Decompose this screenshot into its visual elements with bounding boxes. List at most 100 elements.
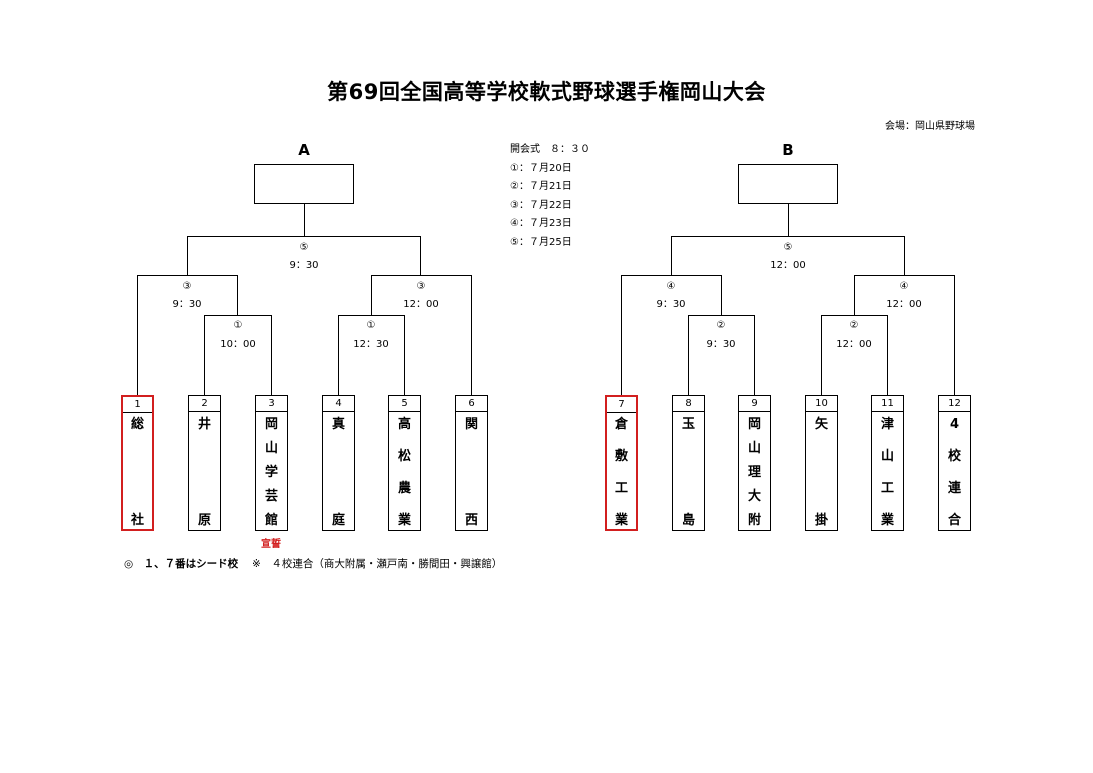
- bracket-line: [338, 315, 405, 316]
- schedule-round-3: ③：７月22日: [510, 199, 572, 211]
- b-right-first-round: ②: [849, 320, 859, 331]
- team-name-char: 4: [949, 417, 960, 432]
- schedule-round-4: ④：７月23日: [510, 218, 572, 229]
- bracket-line: [887, 315, 888, 395]
- team-number: 4: [323, 396, 354, 412]
- b-left-semi-time: 9：30: [656, 299, 686, 310]
- bracket-line: [854, 275, 855, 315]
- team-name-char: 矢: [814, 417, 828, 432]
- team-number: 1: [123, 397, 152, 413]
- b-right-first-time: 12：00: [836, 339, 872, 350]
- footnote: ◎ １、７番はシード校 ※ ４校連合（商大附属・瀬戸南・勝間田・興譲館）: [124, 556, 502, 571]
- team-name-char: 真: [331, 417, 345, 432]
- bracket-line: [137, 275, 138, 395]
- bracket-line: [754, 315, 755, 395]
- team-number: 11: [872, 396, 903, 412]
- oath-label: 宣誓: [261, 539, 281, 550]
- team-name-char: 岡: [747, 417, 761, 432]
- b-left-semi-round: ④: [666, 281, 676, 292]
- team-number: 6: [456, 396, 487, 412]
- team-name-char: 芸: [264, 489, 278, 504]
- bracket-line: [187, 236, 421, 237]
- bracket-line: [371, 275, 472, 276]
- b-left-first-time: 9：30: [706, 339, 736, 350]
- a-right-first-time: 12：30: [353, 339, 389, 350]
- bracket-line: [404, 315, 405, 395]
- bracket-line: [237, 275, 238, 315]
- schedule-round-2: ②：７月21日: [510, 181, 572, 192]
- team-name-char: 山: [264, 441, 278, 456]
- team-name-char: 総: [130, 417, 144, 432]
- a-left-semi-round: ③: [182, 281, 192, 292]
- bracket-line: [621, 275, 722, 276]
- bracket-line: [420, 236, 421, 275]
- team-name-char: 業: [614, 513, 628, 528]
- page-title: 第69回全国高等学校軟式野球選手権岡山大会: [327, 80, 766, 104]
- bracket-line: [688, 315, 755, 316]
- team-box-10: 10 矢掛: [805, 395, 838, 531]
- bracket-line: [621, 275, 622, 395]
- bracket-line: [137, 275, 238, 276]
- venue-label: 会場：岡山県野球場: [885, 121, 975, 132]
- team-number: 2: [189, 396, 220, 412]
- team-name-char: 関: [464, 417, 478, 432]
- team-name-char: 玉: [681, 417, 695, 432]
- a-final-round: ⑤: [299, 242, 309, 253]
- team-name-char: 津: [880, 417, 894, 432]
- block-b-label: B: [782, 141, 794, 159]
- team-number: 5: [389, 396, 420, 412]
- schedule-round-1: ①：７月20日: [510, 162, 572, 174]
- bracket-line: [371, 275, 372, 315]
- b-left-first-round: ②: [716, 320, 726, 331]
- team-name-char: 松: [397, 449, 411, 464]
- team-name-char: 倉: [614, 417, 628, 432]
- team-name-char: 校: [947, 449, 961, 464]
- bracket-line: [788, 204, 789, 236]
- union-note: ※ ４校連合（商大附属・瀬戸南・勝間田・興譲館）: [252, 558, 503, 570]
- team-number: 12: [939, 396, 970, 412]
- b-final-time: 12：00: [770, 260, 806, 271]
- team-name-char: 岡: [264, 417, 278, 432]
- a-right-first-round: ①: [366, 320, 376, 331]
- team-number: 8: [673, 396, 704, 412]
- team-number: 9: [739, 396, 770, 412]
- team-name-char: 農: [397, 481, 411, 496]
- team-name-char: 業: [880, 513, 894, 528]
- team-name-char: 掛: [814, 513, 828, 528]
- seed-note: ◎ １、７番はシード校: [124, 558, 239, 570]
- team-name-char: 高: [397, 417, 411, 432]
- bracket-line: [304, 204, 305, 236]
- team-name-char: 山: [747, 441, 761, 456]
- team-name-char: 大: [747, 489, 761, 504]
- a-right-semi-time: 12：00: [403, 299, 439, 310]
- block-a-label: A: [298, 141, 310, 159]
- team-name-char: 井: [197, 417, 211, 432]
- team-name-char: 合: [947, 513, 961, 528]
- a-left-semi-time: 9：30: [172, 299, 202, 310]
- schedule: 開会式 ８：３０ ①：７月20日 ②：７月21日 ③：７月22日 ④：７月23日…: [510, 141, 590, 252]
- team-number: 7: [607, 397, 636, 413]
- bracket-line: [471, 275, 472, 395]
- team-name-char: 館: [264, 513, 278, 528]
- bracket-line: [187, 236, 188, 275]
- team-name-char: 理: [747, 465, 761, 480]
- bracket-line: [204, 315, 205, 395]
- team-name-char: 庭: [331, 513, 345, 528]
- bracket-line: [821, 315, 822, 395]
- bracket-line: [271, 315, 272, 395]
- team-number: 10: [806, 396, 837, 412]
- schedule-round-5: ⑤：７月25日: [510, 236, 572, 248]
- a-right-semi-round: ③: [416, 281, 426, 292]
- block-a-winner-box: [254, 164, 354, 204]
- b-right-semi-round: ④: [899, 281, 909, 292]
- bracket-line: [821, 315, 888, 316]
